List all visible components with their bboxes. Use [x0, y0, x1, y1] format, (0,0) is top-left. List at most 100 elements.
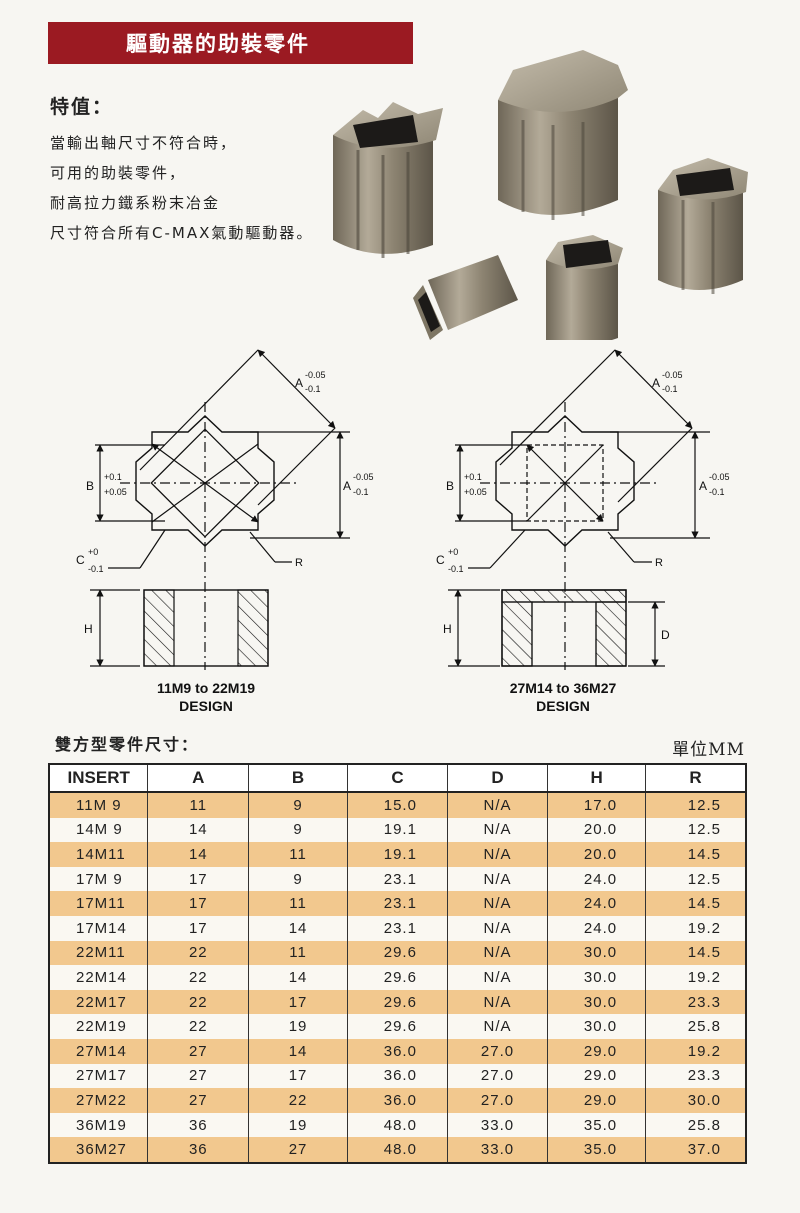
- feature-line: 耐高拉力鐵系粉末冶金: [50, 194, 221, 212]
- table-header-row: INSERT A B C D H R: [49, 764, 746, 793]
- table-cell: 22M11: [49, 940, 148, 966]
- table-cell: 22: [147, 940, 249, 966]
- dim-label-c: C: [76, 553, 85, 567]
- table-cell: 17: [248, 1063, 348, 1089]
- table-cell: N/A: [446, 989, 548, 1015]
- dim-label-a: A: [343, 479, 351, 493]
- table-cell: 19.1: [346, 817, 448, 843]
- table-cell: 9: [248, 817, 348, 843]
- column-header-b: B: [248, 764, 348, 793]
- dim-tolerance: -0.05: [305, 370, 326, 380]
- features-heading: 特值：: [50, 96, 114, 118]
- table-cell: 27: [248, 1137, 348, 1163]
- dim-tolerance: -0.05: [353, 472, 374, 482]
- table-cell: 36.0: [346, 1038, 448, 1064]
- dim-tolerance: +0: [88, 547, 98, 557]
- table-cell: 17: [248, 989, 348, 1015]
- table-cell: 25.8: [645, 1112, 746, 1138]
- table-cell: 37.0: [645, 1137, 746, 1163]
- part-image: [333, 102, 443, 258]
- table-cell: 24.0: [547, 891, 646, 916]
- table-cell: 27: [147, 1038, 249, 1064]
- table-title: 雙方型零件尺寸：: [55, 735, 200, 754]
- dim-tolerance: -0.1: [305, 384, 321, 394]
- table-cell: 36: [147, 1137, 249, 1163]
- dim-label-h: H: [84, 622, 93, 636]
- column-header-insert: INSERT: [49, 764, 148, 793]
- table-cell: 22: [248, 1088, 348, 1113]
- table-cell: 36M27: [49, 1137, 148, 1163]
- table-cell: 9: [248, 792, 348, 818]
- drawing-left: [90, 349, 350, 670]
- column-header-c: C: [346, 764, 448, 793]
- table-cell: 23.1: [346, 891, 448, 916]
- table-cell: 35.0: [547, 1112, 646, 1138]
- part-image: [546, 235, 623, 340]
- table-cell: 23.1: [346, 915, 448, 941]
- table-cell: 17M 9: [49, 866, 148, 892]
- table-cell: 23.3: [645, 989, 746, 1015]
- table-cell: 15.0: [346, 792, 448, 818]
- table-cell: 14: [248, 1038, 348, 1064]
- dim-label-b: B: [86, 479, 94, 493]
- table-cell: 17: [147, 866, 249, 892]
- table-cell: 22: [147, 989, 249, 1015]
- table-cell: 29.0: [547, 1088, 646, 1113]
- table-cell: 11: [248, 842, 348, 867]
- table-cell: 36M19: [49, 1112, 148, 1138]
- column-header-d: D: [446, 764, 548, 793]
- table-cell: 30.0: [547, 965, 646, 990]
- table-cell: 30.0: [645, 1088, 746, 1113]
- dim-tolerance: -0.05: [709, 472, 730, 482]
- dim-tolerance: -0.1: [448, 564, 464, 574]
- table-cell: N/A: [446, 891, 548, 916]
- table-cell: 30.0: [547, 1014, 646, 1039]
- table-cell: N/A: [446, 817, 548, 843]
- table-cell: 17.0: [547, 792, 646, 818]
- dim-label-r: R: [655, 557, 663, 569]
- table-cell: 29.6: [346, 940, 448, 966]
- unit-label: 單位MM: [672, 740, 745, 760]
- table-cell: 17M14: [49, 915, 148, 941]
- column-header-h: H: [547, 764, 646, 793]
- part-image: [498, 50, 628, 220]
- product-photo: [333, 50, 748, 340]
- table-cell: 33.0: [446, 1112, 548, 1138]
- table-cell: 14: [248, 965, 348, 990]
- technical-drawings: A -0.05 -0.1 A -0.05 -0.1 B +0.1 +0.05 C…: [76, 349, 730, 714]
- table-cell: 29.0: [547, 1063, 646, 1089]
- table-cell: 22: [147, 965, 249, 990]
- table-cell: 19.2: [645, 1038, 746, 1064]
- column-header-a: A: [147, 764, 249, 793]
- table-cell: 19.2: [645, 915, 746, 941]
- table-cell: 27.0: [446, 1063, 548, 1089]
- table-cell: 24.0: [547, 915, 646, 941]
- dim-label-d: D: [661, 628, 670, 642]
- table-cell: 27.0: [446, 1088, 548, 1113]
- dim-label-r: R: [295, 557, 303, 569]
- dim-tolerance: -0.1: [709, 487, 725, 497]
- table-cell: 22M17: [49, 989, 148, 1015]
- table-cell: 27: [147, 1063, 249, 1089]
- features-list: 當輸出軸尺寸不符合時， 可用的助裝零件， 耐高拉力鐵系粉末冶金 尺寸符合所有C-…: [50, 128, 313, 248]
- table-cell: N/A: [446, 842, 548, 867]
- table-cell: 20.0: [547, 842, 646, 867]
- drawing-caption: 27M14 to 36M27: [510, 680, 617, 696]
- table-cell: N/A: [446, 1014, 548, 1039]
- dim-tolerance: +0: [448, 547, 458, 557]
- table-cell: 19.1: [346, 842, 448, 867]
- table-cell: 27M17: [49, 1063, 148, 1089]
- table-cell: 36.0: [346, 1088, 448, 1113]
- feature-line: 可用的助裝零件，: [50, 164, 187, 182]
- table-cell: 17: [147, 915, 249, 941]
- table-cell: 19.2: [645, 965, 746, 990]
- table-cell: 33.0: [446, 1137, 548, 1163]
